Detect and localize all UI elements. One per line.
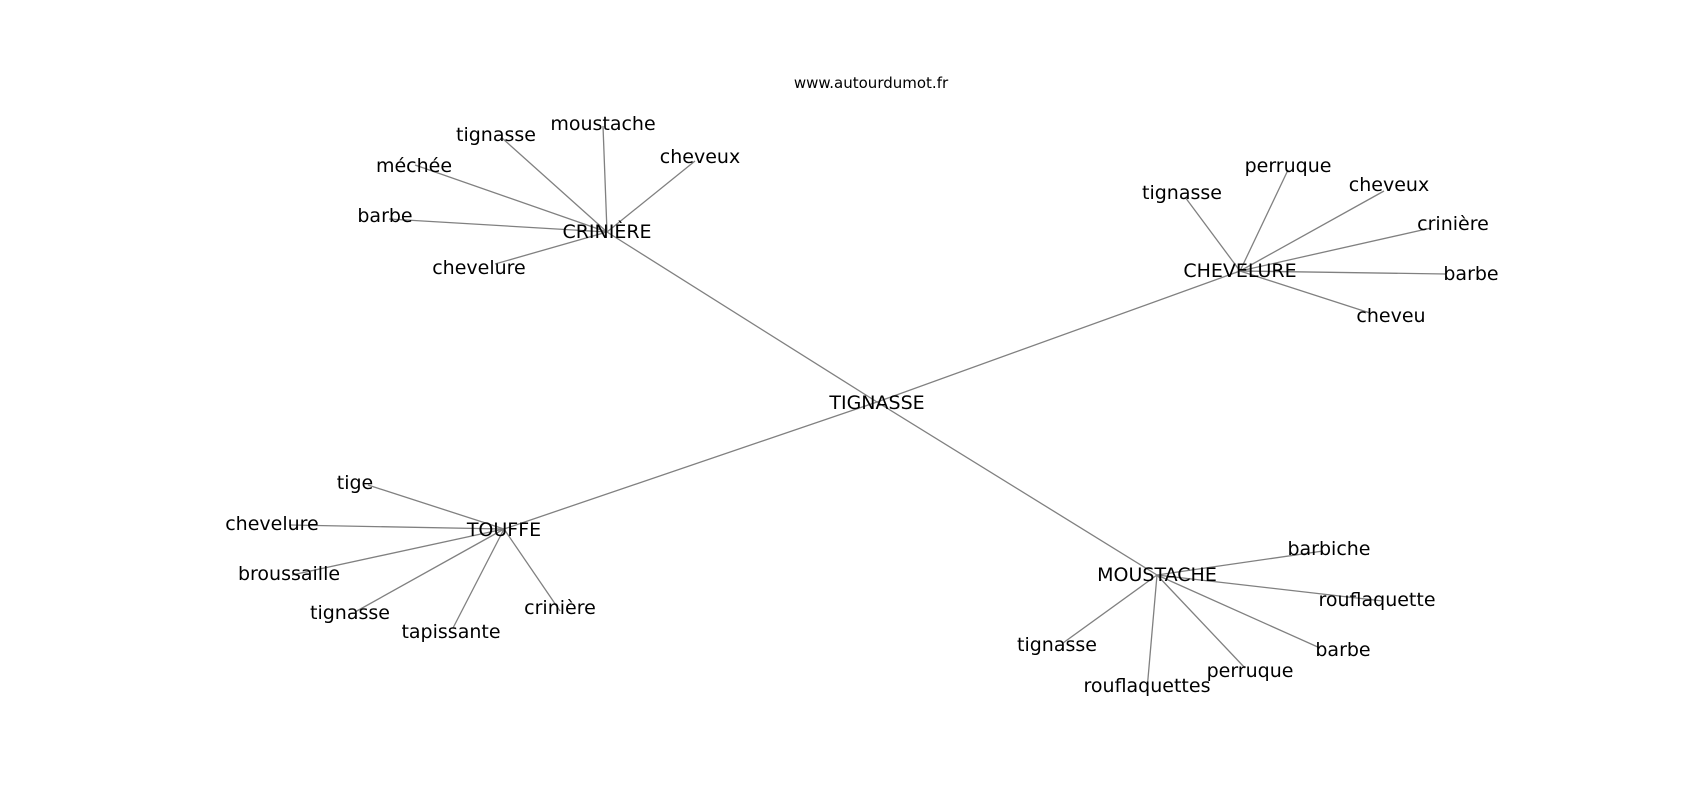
leaf-node: rouflaquette	[1318, 589, 1435, 611]
leaf-node: tignasse	[1142, 182, 1222, 204]
edge-touffe-leaf	[354, 528, 505, 613]
leaf-node: barbe	[1443, 263, 1498, 285]
edge-touffe-leaf	[289, 524, 505, 530]
leaf-node: cheveux	[660, 146, 740, 168]
edge-touffe-leaf	[291, 528, 505, 576]
edge-moustache-leaf	[1156, 550, 1324, 576]
leaf-node: perruque	[1245, 155, 1332, 177]
edge-root-chevelure	[876, 270, 1241, 403]
edge-touffe-leaf	[452, 528, 505, 629]
edge-chevelure-leaf	[1239, 169, 1289, 272]
edge-criniere-leaf	[414, 164, 608, 233]
leaf-node: chevelure	[225, 513, 319, 535]
leaf-node: perruque	[1207, 660, 1294, 682]
edge-criniere-leaf	[494, 231, 608, 265]
edge-moustache-leaf	[1156, 574, 1384, 602]
edge-criniere-leaf	[606, 160, 696, 233]
edge-chevelure-leaf	[1239, 270, 1447, 275]
edge-chevelure-leaf	[1239, 227, 1432, 272]
leaf-node: tignasse	[310, 602, 390, 624]
edge-chevelure-leaf	[1184, 196, 1241, 272]
edge-criniere-leaf	[602, 125, 608, 233]
leaf-node: tignasse	[456, 124, 536, 146]
edge-root-touffe	[503, 401, 878, 530]
edge-chevelure-leaf	[1239, 190, 1385, 272]
leaf-node: moustache	[550, 113, 655, 135]
source-url: www.autourdumot.fr	[794, 74, 949, 92]
hub-node-chevelure: CHEVELURE	[1183, 260, 1296, 282]
leaf-node: barbe	[357, 205, 412, 227]
leaf-node: broussaille	[238, 563, 340, 585]
leaf-node: crinière	[524, 597, 596, 619]
leaf-node: tapissante	[401, 621, 500, 643]
root-node-label: TIGNASSE	[828, 392, 924, 414]
edge-moustache-leaf	[1062, 574, 1158, 644]
leaf-node: tignasse	[1017, 634, 1097, 656]
edge-criniere-leaf	[501, 137, 608, 233]
hub-node-touffe: TOUFFE	[466, 519, 541, 541]
leaf-node: rouflaquettes	[1084, 675, 1211, 697]
edge-criniere-leaf	[388, 218, 608, 233]
edge-touffe-leaf	[367, 484, 505, 530]
leaf-node: cheveu	[1356, 305, 1425, 327]
edge-chevelure-leaf	[1239, 270, 1371, 314]
leaf-node: barbiche	[1287, 538, 1370, 560]
edge-moustache-leaf	[1146, 574, 1158, 691]
leaf-node: méchée	[376, 155, 452, 177]
edge-moustache-leaf	[1156, 574, 1321, 649]
leaf-node: barbe	[1315, 639, 1370, 661]
leaf-node: crinière	[1417, 213, 1489, 235]
leaf-node: chevelure	[432, 257, 526, 279]
edge-touffe-leaf	[503, 528, 561, 612]
edge-root-moustache	[876, 401, 1158, 576]
hub-node-moustache: MOUSTACHE	[1097, 564, 1217, 586]
hub-node-criniere: CRINIÈRE	[562, 220, 651, 243]
leaf-node: cheveux	[1349, 174, 1429, 196]
edge-root-criniere	[606, 231, 878, 403]
graph-edges	[289, 125, 1447, 691]
edge-moustache-leaf	[1156, 574, 1246, 669]
leaf-node: tige	[337, 472, 373, 494]
